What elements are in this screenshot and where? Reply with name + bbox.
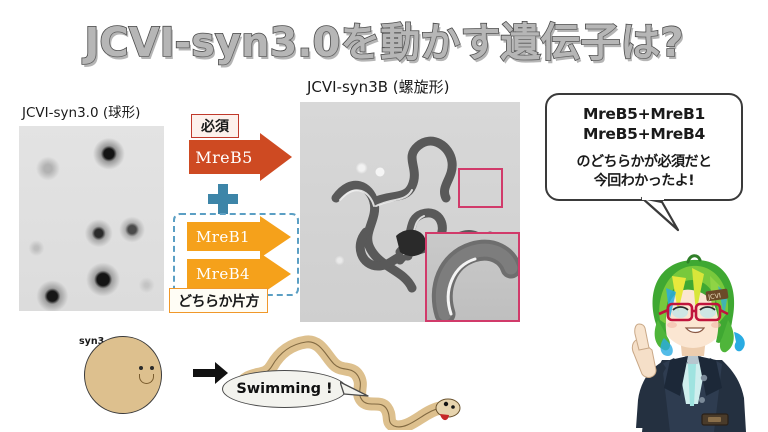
arrow-mreb1: MreB1 bbox=[187, 215, 292, 258]
arrow-mreb1-label: MreB1 bbox=[187, 222, 261, 251]
bubble-line-1: MreB5+MreB1 bbox=[582, 104, 706, 123]
page-title: JCVI-syn3.0を動かす遺伝子は? bbox=[84, 19, 685, 67]
transition-arrow-icon bbox=[193, 362, 228, 384]
arrow-mreb4: MreB4 bbox=[187, 252, 292, 295]
swimming-bubble-text: Swimming ! bbox=[236, 381, 333, 397]
cell-eye-left-icon bbox=[139, 366, 143, 370]
bubble-line-3: のどちらかが必須だと bbox=[576, 153, 713, 170]
arrow-mreb1-head bbox=[260, 215, 291, 258]
swimming-speech-bubble: Swimming ! bbox=[222, 370, 347, 408]
right-panel-caption: JCVI-syn3B (螺旋形) bbox=[307, 78, 450, 96]
magnified-helix-drawing bbox=[431, 239, 518, 320]
bubble-line-4: 今回わかったよ! bbox=[593, 172, 695, 189]
bubble-line-2: MreB5+MreB4 bbox=[582, 124, 706, 143]
electron-micrograph-syn3-0 bbox=[19, 126, 164, 311]
cell-label-syn3: syn3 bbox=[79, 336, 105, 347]
helical-swimming-cell bbox=[231, 335, 461, 430]
either-badge: どちらか片方 bbox=[169, 288, 268, 313]
arrow-mreb5: MreB5 bbox=[189, 133, 293, 181]
inset-magnified-box bbox=[425, 232, 520, 322]
cell-mouth-icon bbox=[139, 374, 154, 384]
swimming-bubble-tail bbox=[340, 381, 369, 397]
arrow-mreb5-head bbox=[260, 133, 292, 181]
plus-icon bbox=[208, 184, 238, 214]
cell-eye-right-icon bbox=[150, 366, 154, 370]
arrow-mreb4-head bbox=[260, 252, 291, 295]
left-panel-caption: JCVI-syn3.0 (球形) bbox=[22, 105, 141, 121]
speech-bubble-tail bbox=[640, 196, 680, 232]
required-badge: 必須 bbox=[191, 114, 239, 138]
arrow-mreb5-label: MreB5 bbox=[189, 140, 261, 174]
arrow-mreb4-label: MreB4 bbox=[187, 259, 261, 288]
anime-mascot-character: JCVI bbox=[631, 254, 746, 432]
svg-text:JCVI: JCVI bbox=[707, 291, 722, 301]
character-speech-bubble: MreB5+MreB1 MreB5+MreB4 のどちらかが必須だと 今回わかっ… bbox=[545, 93, 743, 201]
inset-source-box bbox=[458, 168, 503, 208]
